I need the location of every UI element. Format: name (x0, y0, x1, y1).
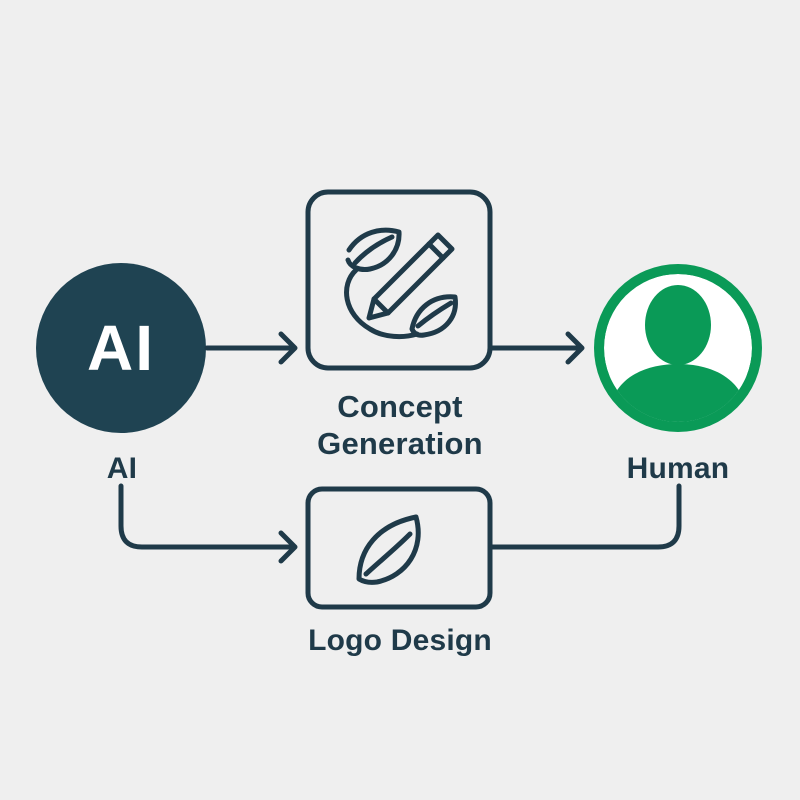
connector-logo-to-human (488, 483, 682, 550)
leaf-icon (356, 514, 421, 585)
concept-generation-box (305, 189, 493, 371)
concept-generation-label: Concept Generation (300, 389, 500, 462)
concept-generation-label-line1: Concept (337, 389, 463, 424)
concept-generation-label-line2: Generation (317, 425, 483, 461)
ai-node-circle (36, 263, 206, 433)
human-label: Human (626, 452, 730, 485)
arrow-concept-to-human-head (565, 331, 585, 365)
ai-label: AI (106, 452, 138, 485)
arrow-ai-to-logo-head (278, 530, 298, 564)
pencil-leaf-icon (344, 227, 458, 340)
human-node (594, 264, 762, 432)
arrow-ai-to-logo (118, 483, 296, 550)
logo-design-label: Logo Design (308, 624, 492, 657)
logo-design-box (305, 486, 493, 610)
ai-badge-text: AI (87, 312, 155, 384)
arrow-ai-to-concept-head (278, 331, 298, 365)
user-avatar-icon (604, 274, 752, 422)
